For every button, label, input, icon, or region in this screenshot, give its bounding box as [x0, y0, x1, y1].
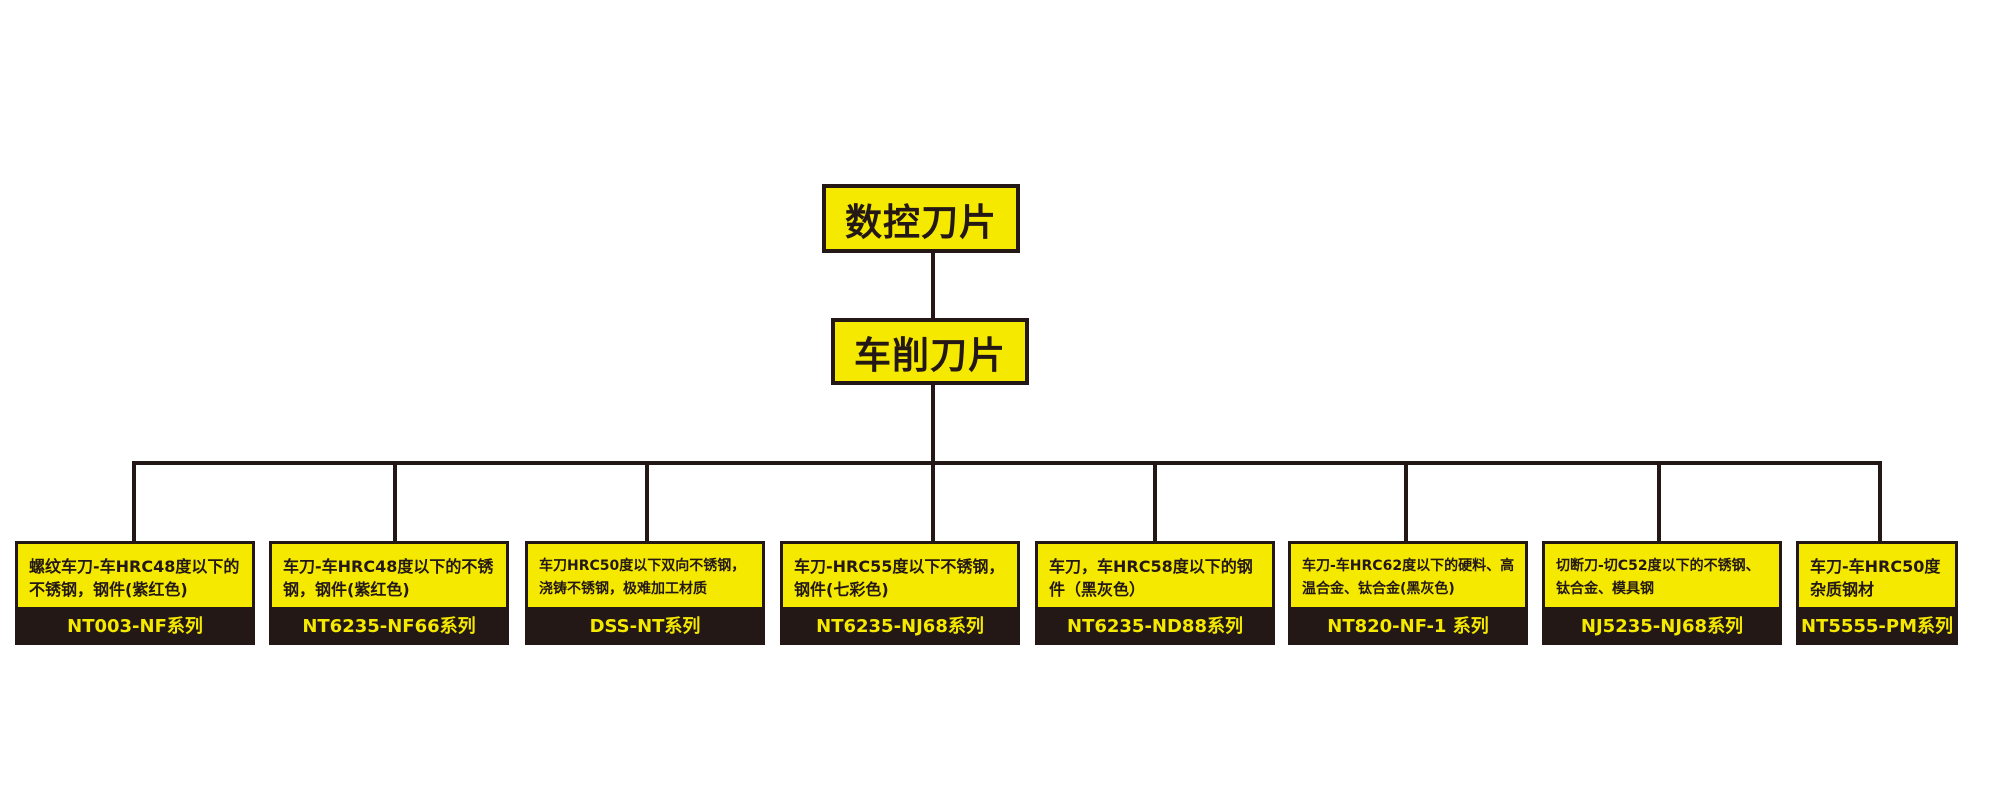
connector-drop: [393, 461, 397, 542]
product-series: NJ5235-NJ68系列: [1580, 615, 1744, 637]
product-card: 螺纹车刀-车HRC48度以下的不锈钢，钢件(紫红色) NT003-NF系列: [15, 541, 255, 645]
product-description: 螺纹车刀-车HRC48度以下的不锈钢，钢件(紫红色): [18, 544, 252, 607]
connector-drop: [1657, 461, 1661, 542]
product-series: NT6235-NF66系列: [302, 615, 476, 637]
product-description: 切断刀-切C52度以下的不锈钢、钛合金、模具钢: [1545, 544, 1779, 607]
product-card: 车刀-车HRC62度以下的硬料、高温合金、钛合金(黑灰色) NT820-NF-1…: [1288, 541, 1528, 645]
connector-category-to-bus: [931, 384, 935, 465]
connector-root-to-category: [931, 251, 935, 321]
product-card: 车刀-车HRC48度以下的不锈钢，钢件(紫红色) NT6235-NF66系列: [269, 541, 509, 645]
product-description: 车刀HRC50度以下双向不锈钢，浇铸不锈钢，极难加工材质: [528, 544, 762, 607]
product-series: NT6235-NJ68系列: [816, 615, 984, 637]
root-node-label: 数控刀片: [845, 200, 997, 244]
product-series: NT820-NF-1 系列: [1327, 615, 1489, 637]
product-description: 车刀，车HRC58度以下的钢件（黑灰色）: [1038, 544, 1272, 607]
product-description: 车刀-HRC55度以下不锈钢，钢件(七彩色): [783, 544, 1017, 607]
product-series: NT5555-PM系列: [1800, 615, 1953, 637]
category-node-label: 车削刀片: [854, 333, 1006, 377]
connector-drop: [1878, 461, 1882, 542]
product-card: 车刀HRC50度以下双向不锈钢，浇铸不锈钢，极难加工材质 DSS-NT系列: [525, 541, 765, 645]
product-card: 车刀-HRC55度以下不锈钢，钢件(七彩色) NT6235-NJ68系列: [780, 541, 1020, 645]
connector-drop: [931, 461, 935, 542]
root-node: 数控刀片: [822, 184, 1020, 253]
product-description: 车刀-车HRC50度杂质钢材: [1799, 544, 1955, 607]
product-card: 车刀，车HRC58度以下的钢件（黑灰色） NT6235-ND88系列: [1035, 541, 1275, 645]
product-description: 车刀-车HRC62度以下的硬料、高温合金、钛合金(黑灰色): [1291, 544, 1525, 607]
connector-horizontal-bus: [132, 461, 1882, 465]
connector-drop: [1404, 461, 1408, 542]
connector-drop: [132, 461, 136, 542]
product-series: NT003-NF系列: [67, 615, 203, 637]
product-description: 车刀-车HRC48度以下的不锈钢，钢件(紫红色): [272, 544, 506, 607]
connector-drop: [1153, 461, 1157, 542]
product-card: 切断刀-切C52度以下的不锈钢、钛合金、模具钢 NJ5235-NJ68系列: [1542, 541, 1782, 645]
product-series: NT6235-ND88系列: [1067, 615, 1243, 637]
product-series: DSS-NT系列: [589, 615, 701, 637]
category-node: 车削刀片: [831, 318, 1029, 385]
connector-drop: [645, 461, 649, 542]
product-card: 车刀-车HRC50度杂质钢材 NT5555-PM系列: [1796, 541, 1958, 645]
